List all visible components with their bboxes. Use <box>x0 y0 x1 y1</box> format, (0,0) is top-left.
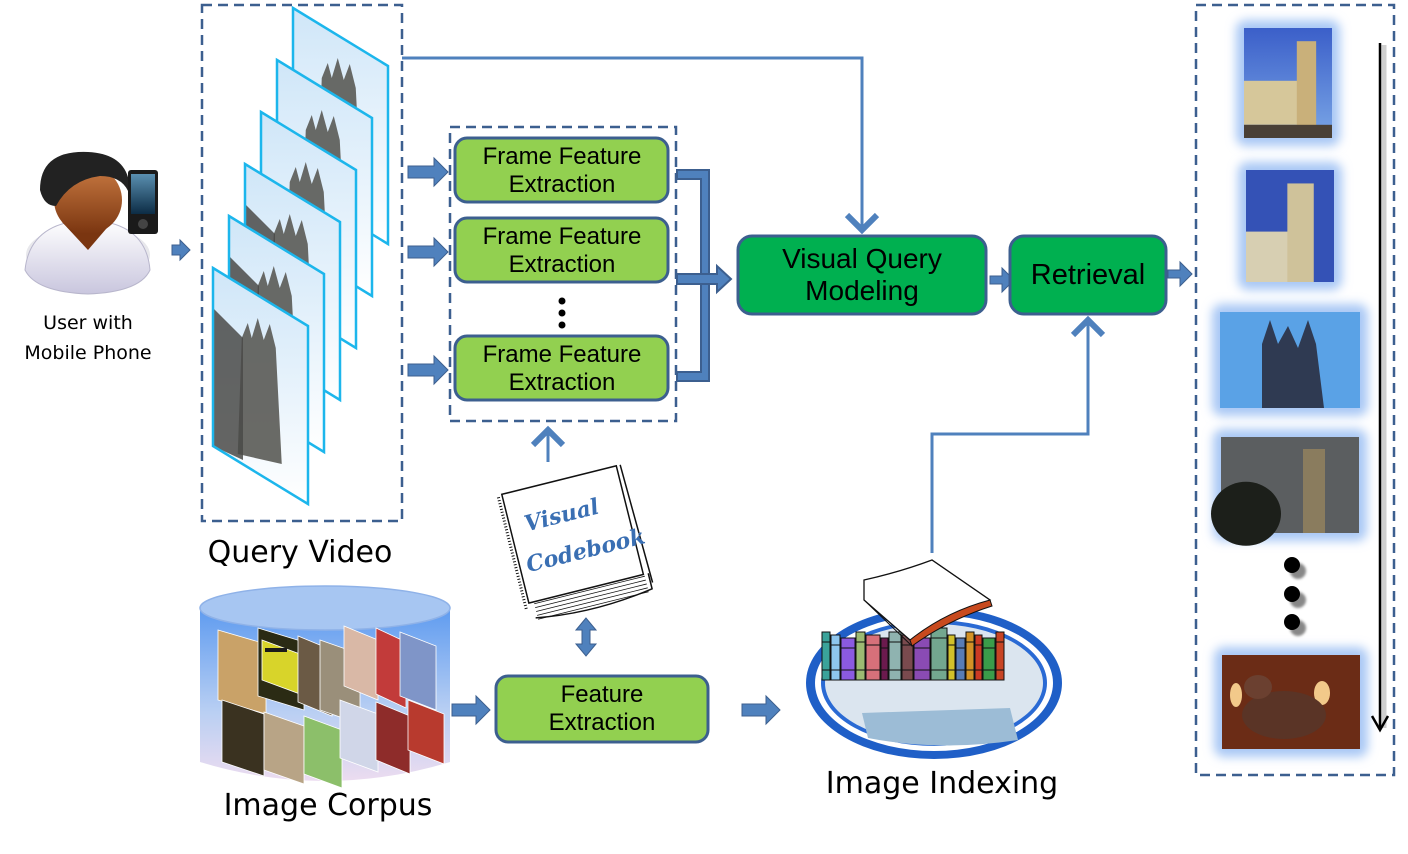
frame-feature-extraction-box-1: Frame Feature Extraction <box>453 136 670 204</box>
result-2-thumbnail[interactable] <box>1238 162 1342 290</box>
svg-text:Extraction: Extraction <box>549 709 656 736</box>
svg-text:Modeling: Modeling <box>805 275 919 306</box>
svg-text:Extraction: Extraction <box>509 369 616 396</box>
book-spine <box>888 631 902 681</box>
retrieval-box: Retrieval <box>1008 234 1168 316</box>
book-spine <box>830 634 841 681</box>
arrow-query-modeling-to-retrieval <box>989 266 1015 294</box>
visual-query-modeling-box: Visual Query Modeling <box>736 234 988 316</box>
corpus-photo <box>221 699 265 777</box>
ellipsis-dots <box>558 297 566 329</box>
feature-extraction-box: Feature Extraction <box>494 674 710 744</box>
results-ellipsis <box>1284 557 1306 636</box>
book-spine <box>974 634 983 681</box>
user-label-line1: User with <box>43 312 133 334</box>
svg-text:Frame Feature: Frame Feature <box>483 341 642 368</box>
results-list <box>1211 20 1368 757</box>
book-spine <box>930 627 948 681</box>
user-label-line2: Mobile Phone <box>24 342 151 364</box>
result-3-thumbnail[interactable] <box>1212 304 1368 416</box>
book-spine <box>913 637 931 681</box>
frame-feature-extraction-box-3: Frame Feature Extraction <box>453 334 670 402</box>
corpus-photo <box>399 631 437 711</box>
user-with-phone-icon <box>24 151 158 295</box>
book-icon: Visual Codebook <box>496 464 654 620</box>
video-frames <box>211 5 390 507</box>
book-spine <box>965 631 975 681</box>
frame-feature-extraction-box-2: Frame Feature Extraction <box>453 216 670 284</box>
library-books-icon <box>806 559 1062 759</box>
result-1-thumbnail[interactable] <box>1236 20 1340 146</box>
image-indexing-label: Image Indexing <box>826 766 1058 801</box>
corpus-photo <box>339 699 379 773</box>
connector-video-to-query-modeling <box>402 56 880 235</box>
corpus-photo <box>375 701 411 775</box>
svg-text:Frame Feature: Frame Feature <box>483 223 642 250</box>
svg-text:Frame Feature: Frame Feature <box>483 143 642 170</box>
corpus-photo <box>343 625 379 701</box>
image-corpus-label: Image Corpus <box>224 788 433 823</box>
book-spine <box>880 637 889 681</box>
result-4-thumbnail[interactable] <box>1211 429 1367 546</box>
svg-text:Extraction: Extraction <box>509 251 616 278</box>
query-video-label: Query Video <box>208 535 393 570</box>
svg-text:Visual Query: Visual Query <box>782 243 942 274</box>
corpus-photo <box>407 699 445 765</box>
svg-text:Retrieval: Retrieval <box>1031 259 1145 291</box>
arrow-retrieval-to-results <box>1167 260 1193 288</box>
svg-text:Extraction: Extraction <box>509 171 616 198</box>
database-cylinder-icon <box>199 585 451 789</box>
video-frame <box>211 265 310 507</box>
corpus-photo <box>263 711 305 785</box>
corpus-photo <box>375 627 407 709</box>
ranking-arrow <box>1370 43 1390 733</box>
book-spine <box>995 631 1005 681</box>
corpus-photo <box>303 715 343 789</box>
book-spine <box>865 634 881 681</box>
arrow-user-to-video <box>171 238 191 262</box>
book-spine <box>855 631 866 681</box>
bidirectional-arrow-codebook-feature <box>574 617 598 657</box>
svg-text:Feature: Feature <box>561 681 644 708</box>
query-video-container <box>200 3 404 523</box>
results-container <box>1194 3 1396 777</box>
book-spine <box>947 634 956 681</box>
result-5-thumbnail[interactable] <box>1214 647 1368 757</box>
book-spine <box>840 637 856 681</box>
book-spine <box>982 637 996 681</box>
book-spine <box>821 631 831 681</box>
arrow-corpus-to-feature-extraction <box>451 694 491 726</box>
arrow-feature-extraction-to-indexing <box>741 694 781 726</box>
merge-bracket-connector <box>676 169 733 382</box>
arrows-video-to-extraction <box>407 156 449 386</box>
connector-indexing-to-retrieval <box>930 315 1106 553</box>
book-spine <box>955 637 966 681</box>
